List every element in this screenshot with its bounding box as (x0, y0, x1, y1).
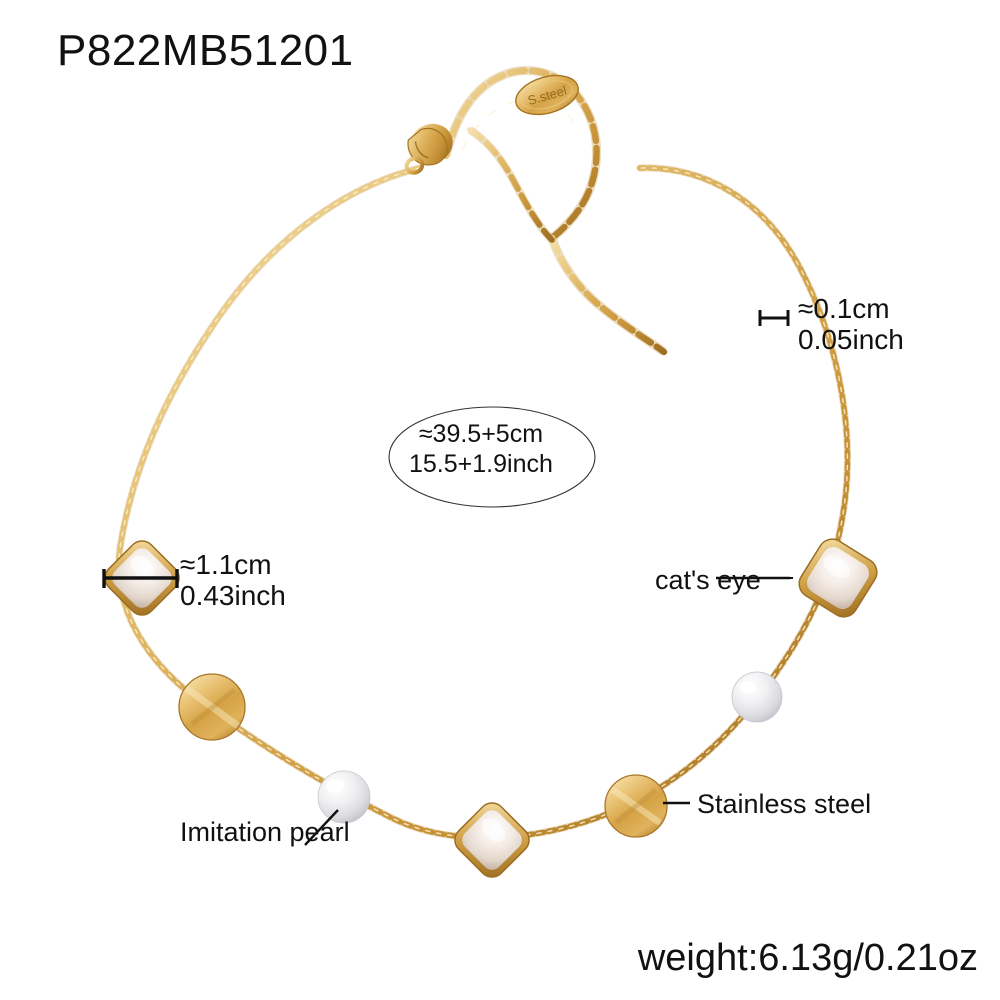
lobster-clasp (404, 123, 453, 175)
gold-disc-left (178, 673, 246, 741)
pearl-bead-left (317, 770, 371, 824)
chain-width-caliper (758, 310, 790, 326)
product-weight: weight:6.13g/0.21oz (637, 937, 978, 980)
gold-disc-right (604, 774, 668, 838)
necklace-length-dimension: ≈39.5+5cm 15.5+1.9inch (409, 420, 553, 478)
extender-chain (441, 66, 668, 356)
stone-width-caliper (102, 569, 179, 588)
stone-width-dimension: ≈1.1cm 0.43inch (180, 549, 286, 612)
length-ellipse (388, 406, 596, 508)
callout-cats-eye: cat's eye (655, 565, 761, 595)
callout-imitation-pearl: Imitation pearl (180, 817, 350, 847)
cats-eye-stone-center (454, 802, 530, 878)
pearl-bead-right (731, 671, 783, 723)
brand-tag: S.steel (515, 74, 579, 116)
cats-eye-stone-right (798, 538, 878, 618)
chain-width-dimension: ≈0.1cm 0.05inch (798, 293, 904, 356)
imitation-pearl-leader-line (304, 809, 339, 846)
product-sku: P822MB51201 (57, 26, 354, 75)
callout-stainless-steel: Stainless steel (697, 789, 872, 819)
